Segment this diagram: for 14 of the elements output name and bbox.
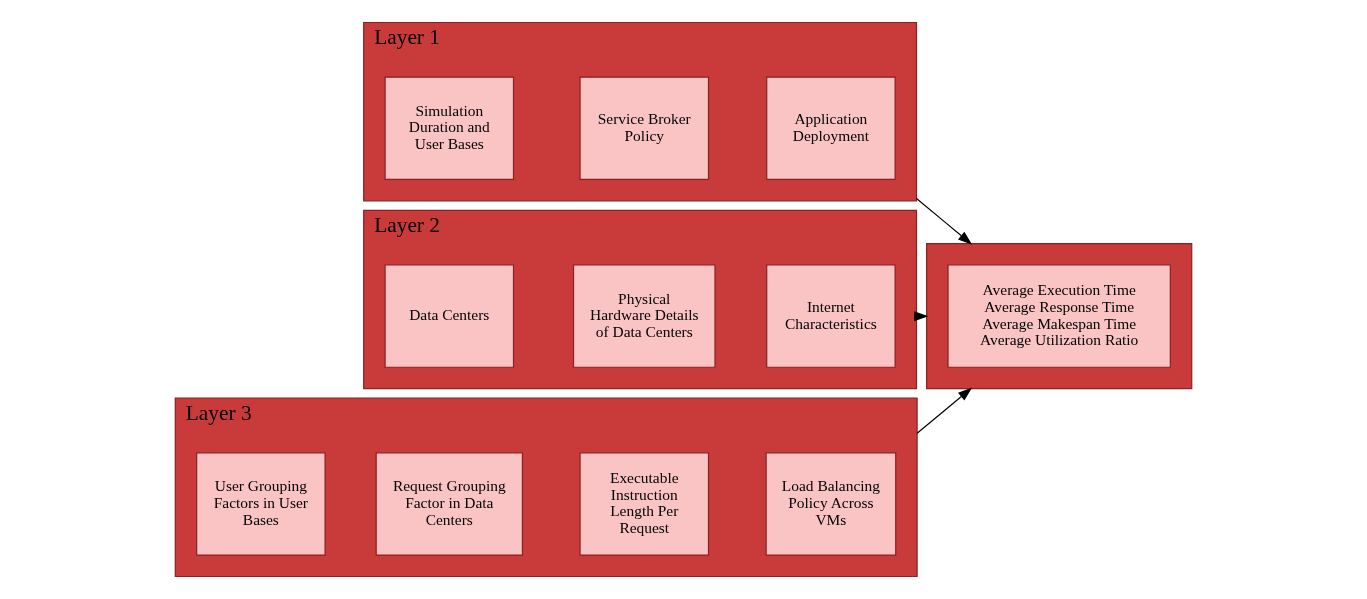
arrow [915,197,973,245]
node-box: Request Grouping Factor in Data Centers [375,452,523,556]
node-box: Simulation Duration and User Bases [384,76,515,181]
node-box: Data Centers [384,264,515,368]
node-box: Application Deployment [766,76,896,181]
node-box: Executable Instruction Length Per Request [579,452,710,556]
node-box: Internet Characteristics [766,264,896,368]
arrow [916,387,973,434]
cluster [926,243,1193,390]
node-box: User Grouping Factors in User Bases [196,452,326,556]
node-box: Load Balancing Policy Across VMs [765,452,897,556]
node-box: Physical Hardware Details of Data Centers [572,264,716,368]
node-box: Service Broker Policy [579,76,710,181]
node-box: Average Execution Time Average Response Time Average Makespan Time Average Utilization Ratio [947,264,1171,368]
